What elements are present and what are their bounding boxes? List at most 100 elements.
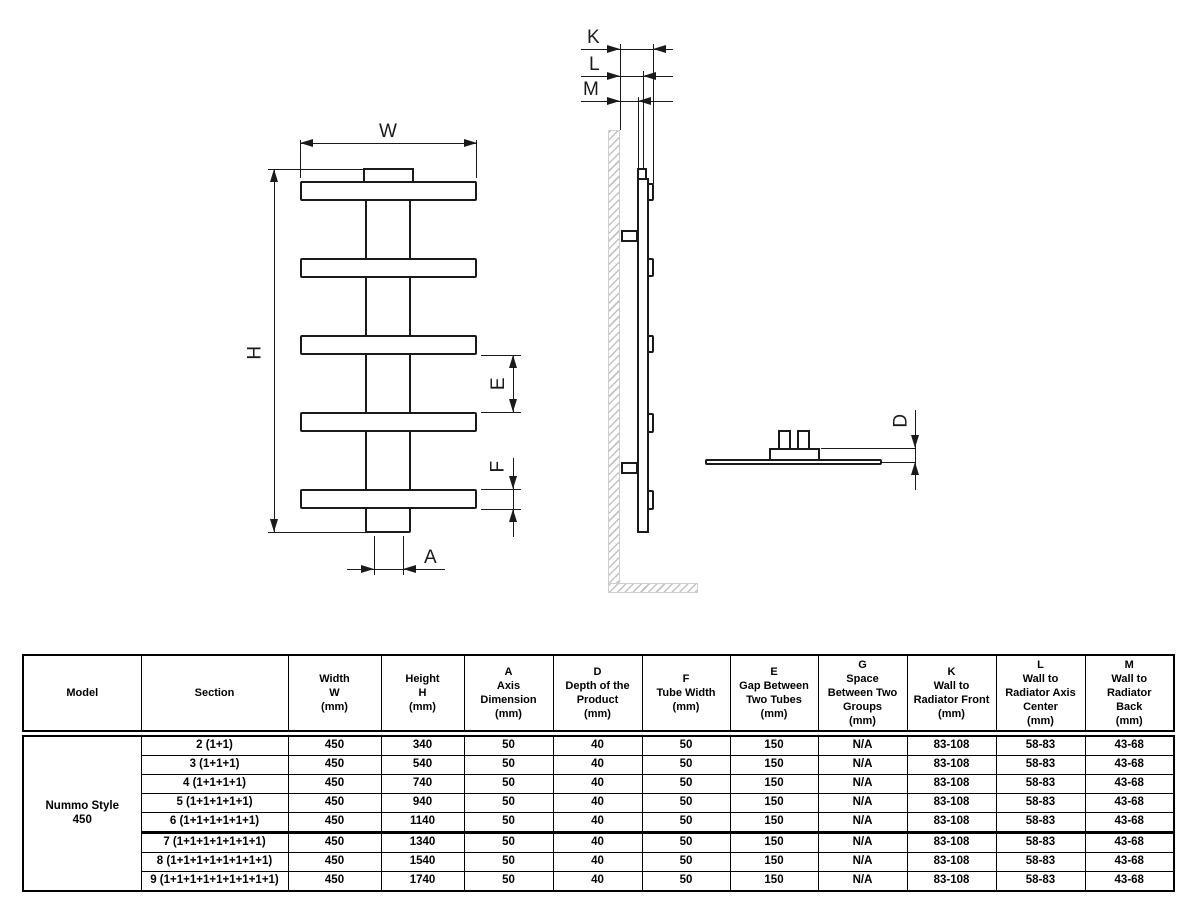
value-cell: 58-83 xyxy=(995,755,1086,775)
l-dimension-line xyxy=(581,76,673,77)
arrowhead xyxy=(509,509,517,522)
arrowhead xyxy=(270,169,278,182)
arrowhead xyxy=(403,565,416,573)
value-cell: 940 xyxy=(380,793,465,813)
arrowhead xyxy=(607,45,620,53)
col-header-depth: D Depth of the Product (mm) xyxy=(552,654,643,732)
value-cell: 1340 xyxy=(380,831,465,853)
section-cell: 9 (1+1+1+1+1+1+1+1+1) xyxy=(140,871,289,892)
radiator-column xyxy=(365,181,411,533)
arrowhead xyxy=(509,476,517,489)
tube-section xyxy=(647,335,654,353)
value-cell: 150 xyxy=(729,871,819,892)
value-cell: 58-83 xyxy=(995,831,1086,853)
wall-bracket xyxy=(621,230,638,242)
tube-section xyxy=(647,183,654,201)
value-cell: 43-68 xyxy=(1084,735,1175,756)
value-cell: 740 xyxy=(380,774,465,794)
arrowhead xyxy=(607,97,620,105)
value-cell: 43-68 xyxy=(1084,852,1175,872)
value-cell: 83-108 xyxy=(906,793,997,813)
dim-label-gap: E xyxy=(488,376,510,391)
value-cell: N/A xyxy=(817,774,908,794)
value-cell: 1540 xyxy=(380,852,465,872)
value-cell: N/A xyxy=(817,831,908,853)
a-extension-line xyxy=(374,536,375,575)
tube-top-bar xyxy=(705,459,882,465)
spec-table-header: Model Section Width W (mm) Height H (mm)… xyxy=(22,654,1175,733)
value-cell: 50 xyxy=(641,852,731,872)
wall-bracket xyxy=(621,462,638,474)
a-dimension-line xyxy=(347,569,445,570)
value-cell: 50 xyxy=(641,774,731,794)
header-row: Model Section Width W (mm) Height H (mm)… xyxy=(22,654,1175,732)
value-cell: 450 xyxy=(287,735,382,756)
arrowhead xyxy=(638,97,651,105)
value-cell: 450 xyxy=(287,755,382,775)
section-cell: 5 (1+1+1+1+1) xyxy=(140,793,289,813)
w-dimension-line xyxy=(300,143,477,144)
dim-label-wall-axis: L xyxy=(589,54,601,75)
tube-section xyxy=(647,413,654,433)
value-cell: 150 xyxy=(729,735,819,756)
value-cell: 50 xyxy=(641,755,731,775)
h-extension-line xyxy=(268,532,366,533)
tube-section xyxy=(647,258,654,277)
value-cell: 40 xyxy=(552,812,643,833)
value-cell: 58-83 xyxy=(995,793,1086,813)
floor xyxy=(608,583,698,593)
f-dimension-line xyxy=(513,458,514,537)
value-cell: 58-83 xyxy=(995,774,1086,794)
col-header-wall-front: K Wall to Radiator Front (mm) xyxy=(906,654,997,732)
value-cell: 340 xyxy=(380,735,465,756)
value-cell: 450 xyxy=(287,852,382,872)
value-cell: 450 xyxy=(287,793,382,813)
value-cell: 43-68 xyxy=(1084,871,1175,892)
arrowhead xyxy=(464,139,477,147)
value-cell: 50 xyxy=(463,755,554,775)
value-cell: 40 xyxy=(552,852,643,872)
section-cell: 6 (1+1+1+1+1+1) xyxy=(140,812,289,833)
w-extension-line xyxy=(300,140,301,178)
section-cell: 7 (1+1+1+1+1+1+1) xyxy=(140,831,289,853)
e-dimension-line xyxy=(513,355,514,412)
tube-bar xyxy=(300,412,477,432)
arrowhead xyxy=(361,565,374,573)
value-cell: N/A xyxy=(817,735,908,756)
dim-label-axis: A xyxy=(424,547,438,568)
d-dimension-line xyxy=(915,410,916,490)
value-cell: N/A xyxy=(817,755,908,775)
value-cell: 58-83 xyxy=(995,735,1086,756)
arrowhead xyxy=(509,399,517,412)
value-cell: 50 xyxy=(641,793,731,813)
e-extension-line xyxy=(481,412,521,413)
value-cell: 50 xyxy=(463,735,554,756)
h-extension-line xyxy=(268,169,364,170)
value-cell: 58-83 xyxy=(995,871,1086,892)
value-cell: 150 xyxy=(729,831,819,853)
arrowhead xyxy=(509,355,517,368)
col-header-wall-axis: L Wall to Radiator Axis Center (mm) xyxy=(995,654,1086,732)
arrowhead xyxy=(270,519,278,532)
value-cell: 450 xyxy=(287,831,382,853)
value-cell: 83-108 xyxy=(906,812,997,833)
value-cell: 43-68 xyxy=(1084,774,1175,794)
arrowhead xyxy=(643,72,656,80)
section-cell: 8 (1+1+1+1+1+1+1+1) xyxy=(140,852,289,872)
col-header-axis: A Axis Dimension (mm) xyxy=(463,654,554,732)
value-cell: 150 xyxy=(729,793,819,813)
dim-label-wall-back: M xyxy=(583,79,600,100)
value-cell: 150 xyxy=(729,774,819,794)
value-cell: 450 xyxy=(287,774,382,794)
value-cell: N/A xyxy=(817,852,908,872)
tube-section xyxy=(647,490,654,510)
col-header-group-space: G Space Between Two Groups (mm) xyxy=(817,654,908,732)
value-cell: 43-68 xyxy=(1084,812,1175,833)
value-cell: 50 xyxy=(463,774,554,794)
back-extension-line xyxy=(638,97,639,168)
